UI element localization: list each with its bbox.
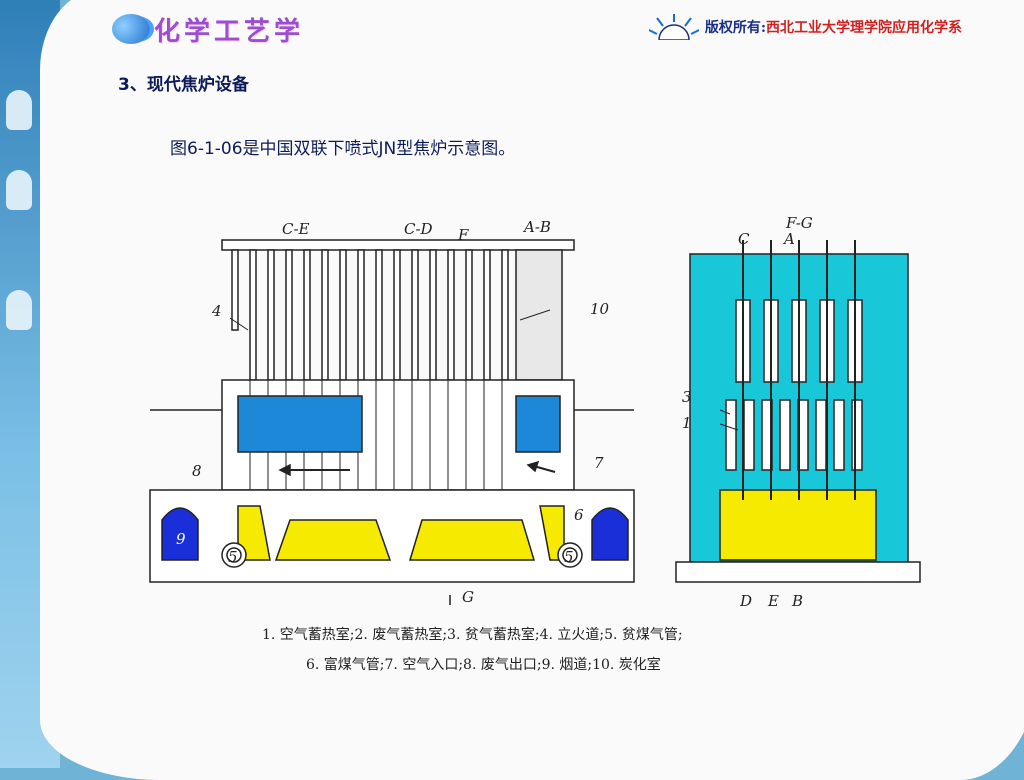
copyright-banner: 版权所有:西北工业大学理学院应用化学系 bbox=[648, 14, 962, 40]
label-1: 1 bbox=[682, 414, 692, 432]
legend-line-1: 1. 空气蓄热室;2. 废气蓄热室;3. 贫气蓄热室;4. 立火道;5. 贫煤气… bbox=[262, 627, 683, 643]
label-a: A bbox=[782, 230, 795, 248]
heating-flues bbox=[231, 249, 509, 381]
label-f-g: F-G bbox=[785, 214, 813, 232]
side-foundation bbox=[719, 489, 877, 561]
label-9: 9 bbox=[176, 530, 186, 548]
flue-tunnel-left bbox=[161, 507, 199, 561]
figure-caption: 图6-1-06是中国双联下喷式JN型焦炉示意图。 bbox=[170, 139, 516, 159]
copyright-text: 版权所有:西北工业大学理学院应用化学系 bbox=[705, 17, 962, 37]
label-7: 7 bbox=[594, 454, 604, 472]
sun-icon bbox=[648, 14, 699, 40]
copyright-label: 版权所有: bbox=[704, 20, 766, 36]
logo-text: 化学工艺学 bbox=[154, 16, 305, 47]
label-5-left: 5 bbox=[228, 548, 238, 566]
label-8: 8 bbox=[192, 462, 202, 480]
label-5-right: 5 bbox=[564, 548, 574, 566]
carbonization-chamber bbox=[515, 249, 563, 381]
copyright-org: 西北工业大学理学院应用化学系 bbox=[766, 20, 962, 36]
air-regenerator bbox=[237, 395, 363, 453]
flue-tunnel-right bbox=[591, 507, 629, 561]
waste-gas-regenerator bbox=[515, 395, 561, 453]
label-3: 3 bbox=[682, 388, 692, 406]
legend-line-2: 6. 富煤气管;7. 空气入口;8. 废气出口;9. 烟道;10. 炭化室 bbox=[306, 657, 661, 673]
label-a-b: A-B bbox=[522, 218, 551, 236]
label-b: B bbox=[791, 592, 803, 610]
side-section bbox=[675, 240, 921, 583]
label-10: 10 bbox=[590, 300, 610, 318]
label-f: F bbox=[457, 226, 469, 244]
coke-oven-diagram: C-E C-D F A-B F-G C A G D E B 1 3 4 5 5 … bbox=[149, 214, 921, 610]
bulb-icon bbox=[6, 170, 32, 210]
label-c-e: C-E bbox=[282, 220, 310, 238]
label-4: 4 bbox=[211, 302, 222, 320]
course-logo: 化学工艺学 bbox=[112, 12, 305, 47]
label-6: 6 bbox=[574, 506, 584, 524]
main-section bbox=[149, 239, 635, 605]
logo-icon bbox=[112, 14, 150, 44]
label-c-d: C-D bbox=[404, 220, 433, 238]
foundation-blocks bbox=[237, 505, 565, 561]
section-title: 3、现代焦炉设备 bbox=[118, 75, 249, 95]
bulb-icon bbox=[6, 290, 32, 330]
bulb-icon bbox=[6, 90, 32, 130]
label-g: G bbox=[462, 588, 474, 606]
label-c: C bbox=[738, 230, 750, 248]
label-e: E bbox=[767, 592, 779, 610]
label-d: D bbox=[739, 592, 752, 610]
